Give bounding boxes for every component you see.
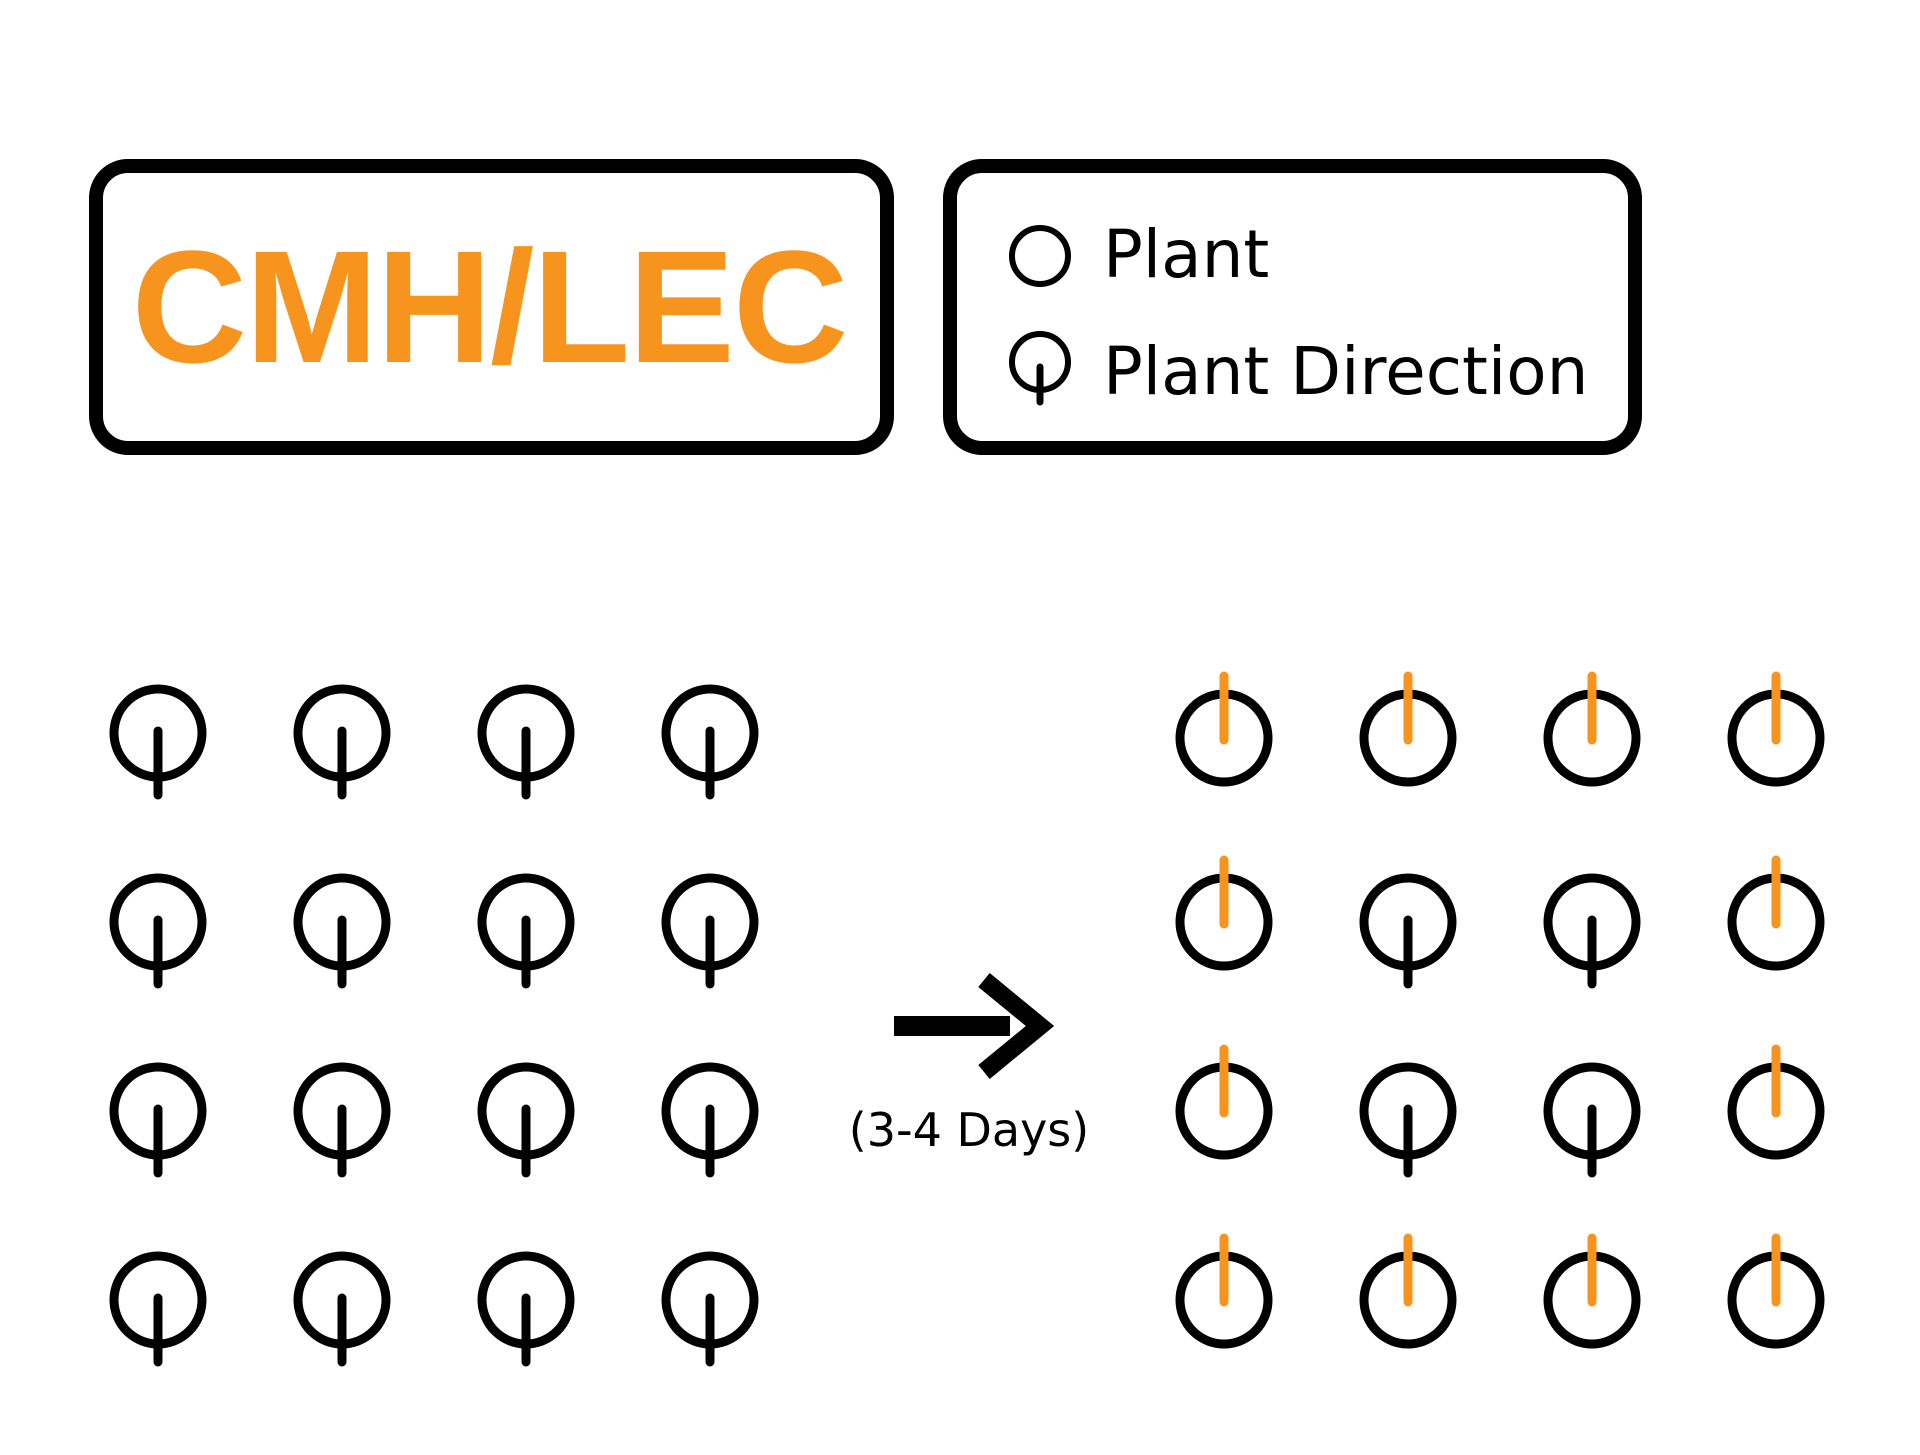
after-plant-r4-c2: [1359, 1233, 1457, 1349]
transition: (3-4 Days): [849, 973, 1089, 1157]
before-plant-r3-c4: [661, 1062, 759, 1178]
legend-plant-direction-label: Plant Direction: [1103, 333, 1588, 410]
before-plant-r4-c3: [477, 1251, 575, 1367]
title-box-frame: [89, 159, 894, 455]
after-grid: [1175, 671, 1825, 1349]
before-plant-r3-c3: [477, 1062, 575, 1178]
before-plant-r1-c1: [109, 684, 207, 800]
plant-direction-icon: [1009, 331, 1071, 406]
after-plant-r3-c3: [1543, 1062, 1641, 1178]
before-plant-r1-c3: [477, 684, 575, 800]
before-plant-r2-c3: [477, 873, 575, 989]
after-plant-r4-c3: [1543, 1233, 1641, 1349]
after-plant-r1-c2: [1359, 671, 1457, 787]
after-plant-r4-c4: [1727, 1233, 1825, 1349]
after-plant-r2-c3: [1543, 873, 1641, 989]
legend-box: Plant Plant Direction: [943, 159, 1642, 455]
after-plant-r1-c1: [1175, 671, 1273, 787]
arrow-right-icon: [894, 973, 1055, 1079]
after-plant-r1-c3: [1543, 671, 1641, 787]
before-plant-r3-c1: [109, 1062, 207, 1178]
before-plant-r3-c2: [293, 1062, 391, 1178]
after-plant-r4-c1: [1175, 1233, 1273, 1349]
before-plant-r2-c4: [661, 873, 759, 989]
after-plant-r1-c4: [1727, 671, 1825, 787]
before-plant-r2-c1: [109, 873, 207, 989]
legend-box-frame: [943, 159, 1642, 455]
after-plant-r3-c1: [1175, 1044, 1273, 1160]
after-plant-r3-c4: [1727, 1044, 1825, 1160]
before-plant-r1-c4: [661, 684, 759, 800]
legend-item-plant-direction: Plant Direction: [1009, 331, 1588, 410]
transition-caption: (3-4 Days): [849, 1103, 1089, 1157]
before-grid: [109, 684, 759, 1367]
before-plant-r2-c2: [293, 873, 391, 989]
legend-plant-label: Plant: [1103, 216, 1269, 293]
after-plant-r3-c2: [1359, 1062, 1457, 1178]
after-plant-r2-c1: [1175, 855, 1273, 971]
legend-item-plant: Plant: [1009, 216, 1269, 293]
before-plant-r1-c2: [293, 684, 391, 800]
plant-icon: [1009, 225, 1071, 287]
before-plant-r4-c4: [661, 1251, 759, 1367]
before-plant-r4-c1: [109, 1251, 207, 1367]
title-label: CMH/LEC: [132, 217, 847, 396]
before-plant-r4-c2: [293, 1251, 391, 1367]
title-box: CMH/LEC: [89, 159, 894, 455]
after-plant-r2-c4: [1727, 855, 1825, 971]
after-plant-r2-c2: [1359, 873, 1457, 989]
